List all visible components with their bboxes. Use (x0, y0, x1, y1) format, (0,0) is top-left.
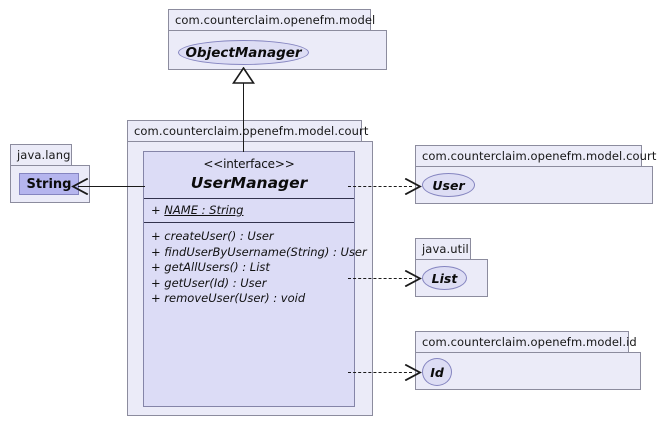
method-visibility: + (151, 244, 161, 259)
user-manager-separator-mid (144, 222, 354, 223)
relation-string-arrowhead (71, 178, 89, 195)
method-row: + createUser() : User (151, 229, 354, 245)
method-row: + findUserByUsername(String) : User (151, 244, 367, 261)
relation-id-line (348, 372, 412, 373)
relation-string-line (78, 186, 145, 187)
method-text: getAllUsers() : List (164, 260, 270, 274)
package-model-court-user-label: com.counterclaim.openefm.model.court (415, 145, 656, 166)
package-model-id: com.counterclaim.openefm.model.id Id (415, 331, 641, 390)
user-manager-methods: + createUser() : User + findUserByUserna… (144, 223, 367, 311)
method-text: createUser() : User (164, 229, 274, 243)
method-row: + getUser(Id) : User (151, 276, 354, 292)
attribute-row: + NAME : String (151, 203, 354, 218)
method-visibility: + (151, 260, 161, 274)
package-java-util-label: java.util (415, 238, 471, 259)
package-model-court-user: com.counterclaim.openefm.model.court Use… (415, 145, 656, 204)
relation-user-arrowhead (404, 178, 422, 195)
relation-generalization-line (243, 82, 244, 152)
package-java-lang: java.lang String (10, 144, 90, 203)
relation-id-arrowhead (404, 364, 422, 381)
method-row: + removeUser(User) : void (151, 291, 354, 307)
node-string[interactable]: String (19, 173, 79, 195)
method-text: findUserByUsername(String) : User (164, 244, 367, 259)
package-model-court-main: com.counterclaim.openefm.model.court <<i… (127, 120, 373, 416)
relation-user-line (348, 186, 412, 187)
method-row: + getAllUsers() : List (151, 260, 354, 276)
method-text: removeUser(User) : void (164, 291, 306, 305)
node-list[interactable]: List (422, 266, 467, 290)
node-id[interactable]: Id (422, 358, 452, 386)
user-manager-title: UserManager (190, 174, 308, 192)
package-model-id-label: com.counterclaim.openefm.model.id (415, 331, 637, 352)
method-text: getUser(Id) : User (164, 275, 267, 290)
user-manager-stereotype: <<interface>> (203, 157, 295, 171)
relation-list-line (348, 278, 412, 279)
package-java-lang-label: java.lang (10, 144, 72, 165)
package-model: com.counterclaim.openefm.model ObjectMan… (168, 9, 387, 70)
method-visibility: + (151, 291, 161, 305)
method-visibility: + (151, 275, 161, 290)
package-model-label: com.counterclaim.openefm.model (168, 9, 375, 30)
relation-generalization-arrowhead (232, 67, 255, 84)
attribute-visibility: + (151, 203, 161, 217)
node-user[interactable]: User (422, 173, 475, 197)
relation-list-arrowhead (404, 270, 422, 287)
user-manager-separator-top (144, 198, 354, 199)
package-model-court-main-label: com.counterclaim.openefm.model.court (127, 120, 368, 141)
user-manager-attributes: + NAME : String (144, 199, 354, 222)
interface-user-manager[interactable]: <<interface>> UserManager + NAME : Strin… (143, 151, 367, 407)
method-visibility: + (151, 229, 161, 243)
package-model-id-body (415, 352, 641, 390)
node-object-manager[interactable]: ObjectManager (178, 40, 309, 65)
package-java-util: java.util List (415, 238, 488, 297)
attribute-text: NAME : String (164, 203, 244, 217)
